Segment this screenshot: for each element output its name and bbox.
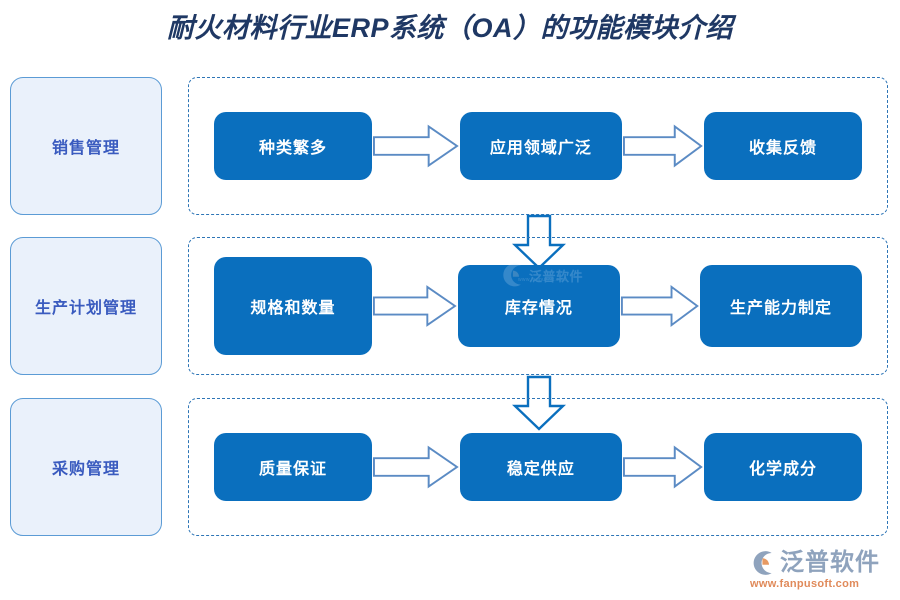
category-label: 销售管理 [51,140,120,157]
step-chain-purchasing: 质量保证 稳定供应 化学成分 [188,398,888,536]
arrow-right-icon [372,282,458,330]
step-label: 规格和数量 [250,300,336,317]
step-label: 稳定供应 [506,461,575,478]
arrow-right-icon [372,122,460,170]
brand-row: 泛普软件 [748,549,896,577]
category-box-sales[interactable]: 销售管理 [10,77,162,215]
arrow-down-icon [511,214,567,270]
category-label: 生产计划管理 [34,300,137,317]
step-box[interactable]: 生产能力制定 [700,265,862,347]
brand-url: www.fanpusoft.com [750,578,860,590]
arrow-right-icon [372,443,460,491]
step-box[interactable]: 规格和数量 [214,257,372,355]
flow-row-production: 生产计划管理 规格和数量 库存情况 生产能力制定 [0,237,900,377]
step-box[interactable]: 质量保证 [214,433,372,501]
flow-row-purchasing: 采购管理 质量保证 稳定供应 化学成分 [0,398,900,538]
step-box[interactable]: 稳定供应 [459,433,622,501]
arrow-down-icon [511,375,567,431]
step-label: 库存情况 [504,300,573,317]
step-chain-sales: 种类繁多 应用领域广泛 收集反馈 [188,77,888,215]
fanpu-logo-icon [753,551,772,575]
arrow-right-icon [620,282,700,330]
step-box[interactable]: 收集反馈 [704,112,862,180]
step-label: 收集反馈 [748,140,817,157]
category-label: 采购管理 [51,461,120,478]
arrow-right-icon [622,122,704,170]
step-label: 质量保证 [258,461,327,478]
flow-row-sales: 销售管理 种类繁多 应用领域广泛 收集反馈 [0,77,900,217]
step-box[interactable]: 种类繁多 [214,112,372,180]
step-box[interactable]: 化学成分 [704,433,862,501]
step-label: 应用领域广泛 [489,140,592,157]
page-title: 耐火材料行业ERP系统（OA）的功能模块介绍 [166,13,733,43]
category-box-purchasing[interactable]: 采购管理 [10,398,162,536]
step-group-production [188,237,888,375]
step-box[interactable]: 应用领域广泛 [459,112,622,180]
brand-logo[interactable]: 泛普软件 www.fanpusoft.com [748,549,896,595]
step-chain-production: 规格和数量 库存情况 生产能力制定 [188,237,888,375]
step-label: 种类繁多 [258,140,327,157]
step-label: 化学成分 [748,461,817,478]
step-group-purchasing [188,398,888,536]
category-box-production[interactable]: 生产计划管理 [10,237,162,375]
brand-name: 泛普软件 [780,549,880,576]
step-box[interactable]: 库存情况 [457,265,620,347]
step-group-sales [188,77,888,215]
arrow-right-icon [622,443,704,491]
step-label: 生产能力制定 [729,300,832,317]
